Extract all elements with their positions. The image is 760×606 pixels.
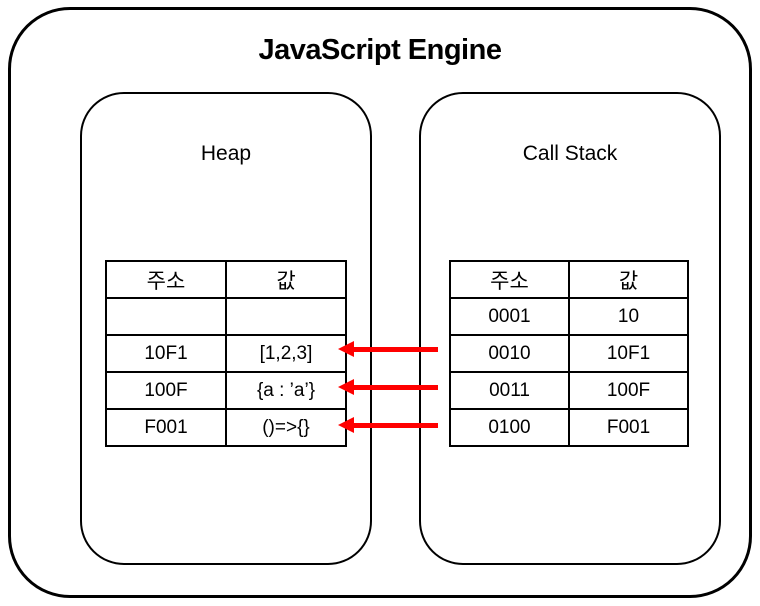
arrow-left-head-icon xyxy=(338,379,354,395)
heap-header-address: 주소 xyxy=(105,260,227,299)
call-stack-table: 주소 값 0001 10 0010 10F1 0011 100F xyxy=(449,260,689,447)
heap-label: Heap xyxy=(200,142,252,165)
arrow-left-head-icon xyxy=(338,417,354,433)
pointer-arrow-10F1 xyxy=(338,341,438,357)
table-row: 0010 10F1 xyxy=(449,334,689,373)
call-stack-cell-value: F001 xyxy=(568,408,689,447)
heap-header-value: 값 xyxy=(225,260,347,299)
call-stack-cell-value: 100F xyxy=(568,371,689,410)
table-row xyxy=(105,297,347,336)
heap-cell-address: 100F xyxy=(105,371,227,410)
heap-cell-address: F001 xyxy=(105,408,227,447)
pointer-arrow-F001 xyxy=(338,417,438,433)
table-row: 0001 10 xyxy=(449,297,689,336)
arrow-shaft xyxy=(354,384,438,390)
heap-cell-value: ()=>{} xyxy=(225,408,347,447)
heap-cell-value: [1,2,3] xyxy=(225,334,347,373)
table-row: 10F1 [1,2,3] xyxy=(105,334,347,373)
javascript-engine-box: JavaScript Engine Heap 주소 값 10F1 xyxy=(8,7,752,598)
call-stack-box: Call Stack 주소 값 0001 10 0010 10F1 xyxy=(419,92,721,565)
table-row: 0100 F001 xyxy=(449,408,689,447)
call-stack-cell-address: 0010 xyxy=(449,334,570,373)
call-stack-table-header-row: 주소 값 xyxy=(449,260,689,299)
pointer-arrow-100F xyxy=(338,379,438,395)
call-stack-cell-address: 0100 xyxy=(449,408,570,447)
table-row: F001 ()=>{} xyxy=(105,408,347,447)
call-stack-header-value: 값 xyxy=(568,260,689,299)
heap-cell-value xyxy=(225,297,347,336)
call-stack-header-address: 주소 xyxy=(449,260,570,299)
table-row: 0011 100F xyxy=(449,371,689,410)
table-row: 100F {a : ’a’} xyxy=(105,371,347,410)
heap-box: Heap 주소 값 10F1 [1,2,3] xyxy=(80,92,372,565)
page-title: JavaScript Engine xyxy=(258,34,502,66)
arrow-shaft xyxy=(354,422,438,428)
call-stack-cell-value: 10 xyxy=(568,297,689,336)
heap-table: 주소 값 10F1 [1,2,3] 100F {a : ’a xyxy=(105,260,347,447)
arrow-shaft xyxy=(354,346,438,352)
heap-cell-value: {a : ’a’} xyxy=(225,371,347,410)
heap-cell-address: 10F1 xyxy=(105,334,227,373)
call-stack-label: Call Stack xyxy=(522,142,618,165)
call-stack-cell-address: 0011 xyxy=(449,371,570,410)
arrow-left-head-icon xyxy=(338,341,354,357)
heap-table-header-row: 주소 값 xyxy=(105,260,347,299)
call-stack-cell-value: 10F1 xyxy=(568,334,689,373)
heap-cell-address xyxy=(105,297,227,336)
call-stack-cell-address: 0001 xyxy=(449,297,570,336)
